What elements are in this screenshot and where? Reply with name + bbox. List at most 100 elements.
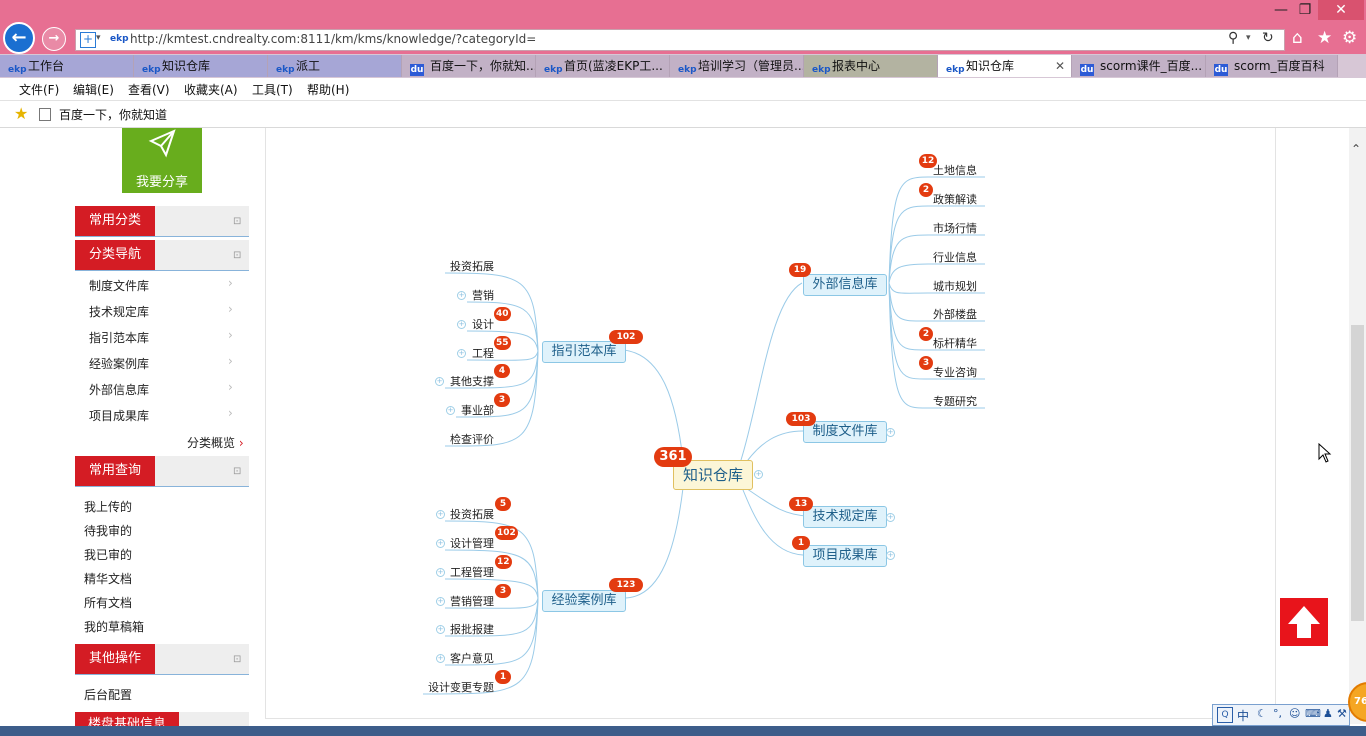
forward-arrow-icon[interactable]: → <box>42 27 66 51</box>
section-category-nav[interactable]: 分类导航 ⊡ <box>75 240 249 271</box>
category-node-system[interactable]: 制度文件库 <box>803 421 887 443</box>
menu-tools[interactable]: 工具(T) <box>252 83 293 97</box>
expand-plus-icon[interactable]: + <box>436 654 445 663</box>
mindmap-leaf[interactable]: 检查评价 <box>450 433 494 446</box>
expand-plus-icon[interactable]: + <box>886 551 895 560</box>
settings-gear-icon[interactable]: ⚙ <box>1342 28 1358 48</box>
expand-plus-icon[interactable]: + <box>436 625 445 634</box>
query-link[interactable]: 我已审的 <box>84 548 133 562</box>
category-node-project[interactable]: 项目成果库 <box>803 545 887 567</box>
mindmap-leaf[interactable]: 工程管理 <box>450 566 494 579</box>
query-link[interactable]: 待我审的 <box>84 524 133 538</box>
menu-view[interactable]: 查看(V) <box>128 83 170 97</box>
browser-tab[interactable]: ekp知识仓库 <box>134 55 268 77</box>
close-tab-icon[interactable]: ✕ <box>1054 59 1065 73</box>
expand-plus-icon[interactable]: + <box>457 291 466 300</box>
scroll-up-icon[interactable]: ⌃ <box>1351 142 1362 156</box>
share-button[interactable]: 我要分享 <box>122 128 202 193</box>
chevron-right-icon[interactable]: › <box>228 328 233 342</box>
category-node-guide[interactable]: 指引范本库 <box>542 341 626 363</box>
expand-plus-icon[interactable]: + <box>457 320 466 329</box>
section-other-ops[interactable]: 其他操作 ⊡ <box>75 644 249 675</box>
home-icon[interactable]: ⌂ <box>1292 28 1303 48</box>
chevron-right-icon[interactable]: › <box>228 354 233 368</box>
mindmap-leaf[interactable]: 报批报建 <box>450 623 494 636</box>
query-link[interactable]: 所有文档 <box>84 596 133 610</box>
mindmap-leaf[interactable]: 标杆精华 <box>933 337 977 350</box>
section-building-info[interactable]: 楼盘基础信息 <box>75 712 249 726</box>
minimize-icon[interactable]: — <box>1274 2 1288 18</box>
mindmap-leaf[interactable]: 城市规划 <box>933 280 977 293</box>
sidebar-nav-item[interactable]: 外部信息库 <box>89 383 150 397</box>
browser-tab[interactable]: ekp培训学习（管理员... <box>670 55 804 77</box>
mindmap-leaf[interactable]: 客户意见 <box>450 652 494 665</box>
chevron-right-icon[interactable]: › <box>228 380 233 394</box>
browser-tab[interactable]: ekp派工 <box>268 55 402 77</box>
mindmap-leaf[interactable]: 设计 <box>472 318 494 331</box>
expand-plus-icon[interactable]: + <box>436 510 445 519</box>
mindmap-leaf[interactable]: 行业信息 <box>933 251 977 264</box>
refresh-icon[interactable]: ↻ <box>1262 30 1274 46</box>
expand-plus-icon[interactable]: + <box>436 597 445 606</box>
expand-plus-icon[interactable]: + <box>446 406 455 415</box>
url-text[interactable]: http://kmtest.cndrealty.com:8111/km/kms/… <box>130 32 537 46</box>
admin-config-link[interactable]: 后台配置 <box>84 688 133 702</box>
mindmap-leaf[interactable]: 专业咨询 <box>933 366 977 379</box>
category-node-case[interactable]: 经验案例库 <box>542 590 626 612</box>
moon-icon[interactable]: ☾ <box>1257 707 1267 720</box>
scroll-to-top-button[interactable] <box>1280 598 1328 646</box>
pin-icon[interactable]: ⊡ <box>233 216 242 227</box>
ime-toolbar[interactable]: Q 中 ☾ °, ☺ ⌨ ♟ ⚒ <box>1212 704 1350 726</box>
favorite-link-baidu[interactable]: 百度一下，你就知道 <box>59 108 168 122</box>
pin-icon[interactable]: ⊡ <box>233 466 242 477</box>
back-arrow-icon[interactable]: ← <box>3 22 35 54</box>
expand-plus-icon[interactable]: + <box>754 470 763 479</box>
expand-plus-icon[interactable]: + <box>436 539 445 548</box>
pin-icon[interactable]: ⊡ <box>233 654 242 665</box>
page-add-icon[interactable]: + <box>80 32 96 48</box>
expand-plus-icon[interactable]: + <box>435 377 444 386</box>
mindmap-leaf[interactable]: 投资拓展 <box>450 508 494 521</box>
mindmap-leaf[interactable]: 事业部 <box>461 404 494 417</box>
expand-plus-icon[interactable]: + <box>436 568 445 577</box>
mindmap-leaf[interactable]: 投资拓展 <box>450 260 494 273</box>
keyboard-icon[interactable]: ⌨ <box>1305 707 1321 720</box>
sidebar-nav-item[interactable]: 技术规定库 <box>89 305 150 319</box>
mindmap-leaf[interactable]: 市场行情 <box>933 222 977 235</box>
user-icon[interactable]: ♟ <box>1323 707 1333 720</box>
chevron-right-icon[interactable]: › <box>228 302 233 316</box>
pin-icon[interactable]: ⊡ <box>233 250 242 261</box>
browser-tab[interactable]: ekp知识仓库✕ <box>938 55 1072 77</box>
category-node-external[interactable]: 外部信息库 <box>803 274 887 296</box>
query-link[interactable]: 精华文档 <box>84 572 133 586</box>
mindmap-leaf[interactable]: 其他支撑 <box>450 375 494 388</box>
tool-icon[interactable]: ⚒ <box>1337 707 1347 720</box>
query-link[interactable]: 我上传的 <box>84 500 133 514</box>
browser-tab[interactable]: ekp报表中心 <box>804 55 938 77</box>
menu-file[interactable]: 文件(F) <box>19 83 60 97</box>
mindmap-leaf[interactable]: 设计管理 <box>450 537 494 550</box>
menu-edit[interactable]: 编辑(E) <box>73 83 114 97</box>
menu-help[interactable]: 帮助(H) <box>307 83 350 97</box>
browser-tab[interactable]: ekp首页(蓝凌EKP工... <box>536 55 670 77</box>
query-link[interactable]: 我的草稿箱 <box>84 620 145 634</box>
scrollbar-thumb[interactable] <box>1351 325 1364 621</box>
mindmap-leaf[interactable]: 营销管理 <box>450 595 494 608</box>
mindmap-root[interactable]: 知识仓库 <box>673 460 753 490</box>
emoji-icon[interactable]: ☺ <box>1289 707 1301 720</box>
section-common-category[interactable]: 常用分类 ⊡ <box>75 206 249 237</box>
add-favorite-star-icon[interactable]: ★ <box>14 104 29 123</box>
menu-favorites[interactable]: 收藏夹(A) <box>184 83 238 97</box>
sidebar-nav-item[interactable]: 制度文件库 <box>89 279 150 293</box>
sidebar-nav-item[interactable]: 项目成果库 <box>89 409 150 423</box>
dropdown-chevron-icon[interactable]: ▾ <box>96 33 101 43</box>
search-icon[interactable]: ⚲ <box>1228 30 1239 46</box>
sidebar-nav-item[interactable]: 指引范本库 <box>89 331 150 345</box>
section-common-query[interactable]: 常用查询 ⊡ <box>75 456 249 487</box>
category-overview-link[interactable]: 分类概览 › <box>187 434 244 451</box>
browser-tab[interactable]: ekp工作台 <box>0 55 134 77</box>
mindmap-leaf[interactable]: 工程 <box>472 347 494 360</box>
